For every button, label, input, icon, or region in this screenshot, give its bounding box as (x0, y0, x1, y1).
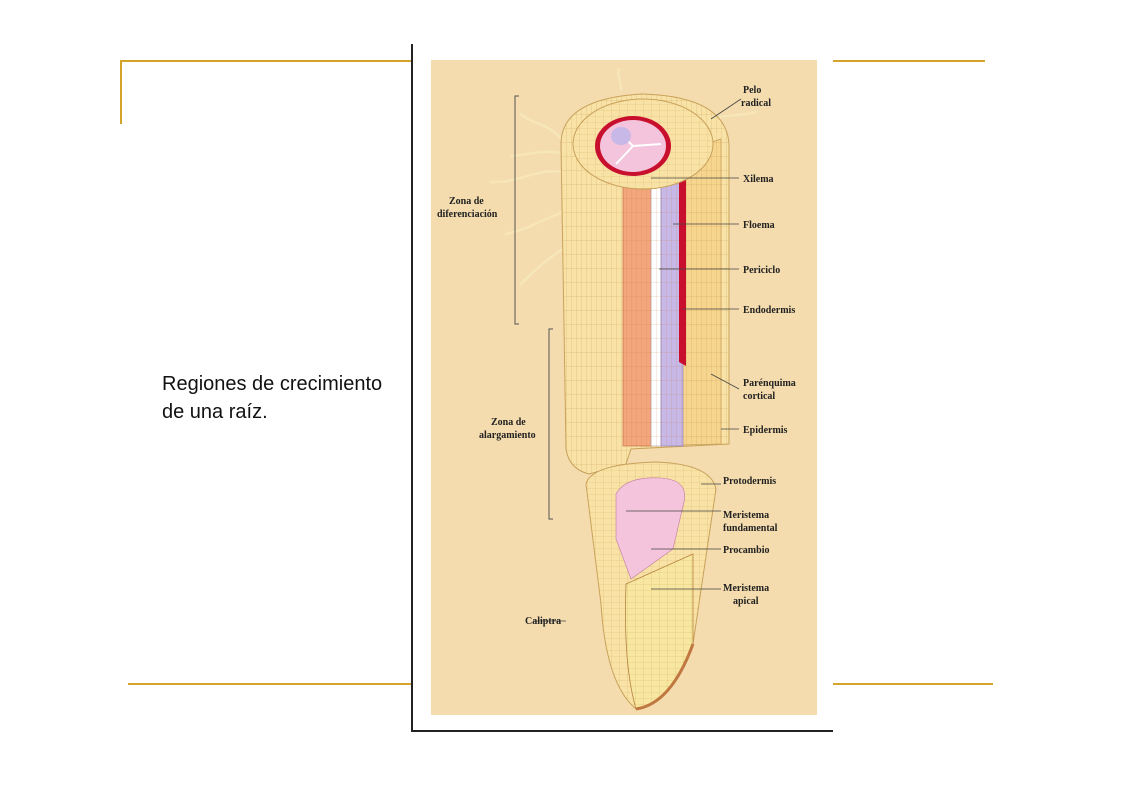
endodermis-band (679, 144, 686, 366)
label-meristema-apical: Meristema (723, 583, 769, 594)
label-meristema-apical-2: apical (733, 596, 759, 607)
label-parenquima-2: cortical (743, 391, 775, 402)
procambium-region (615, 477, 685, 580)
cap-edge (635, 643, 695, 711)
zona-diferenciacion-bracket (514, 95, 519, 325)
top-left-rule (120, 60, 412, 62)
label-periciclo: Periciclo (743, 265, 780, 276)
top-right-rule (833, 60, 985, 62)
root-growth-diagram: Pelo radical Xilema Floema Periciclo End… (411, 44, 833, 732)
label-meristema-fundamental-2: fundamental (723, 523, 778, 534)
label-zona-alargamiento: Zona de (491, 417, 526, 428)
label-meristema-fundamental: Meristema (723, 510, 769, 521)
vascular-cells (623, 154, 683, 446)
label-xilema: Xilema (743, 174, 774, 185)
label-zona-alargamiento-2: alargamiento (479, 430, 536, 441)
left-vertical-rule (120, 60, 122, 124)
label-floema: Floema (743, 220, 775, 231)
root-cap-cells (625, 554, 693, 709)
label-procambio: Procambio (723, 545, 769, 556)
bottom-left-rule (128, 683, 412, 685)
top-phloem-patch (611, 127, 631, 145)
label-zona-diferenciacion: Zona de (449, 196, 484, 207)
slide-caption: Regiones de crecimiento de una raíz. (162, 373, 383, 423)
label-protodermis: Protodermis (723, 476, 776, 487)
leader-lines (533, 98, 742, 622)
label-zona-diferenciacion-2: diferenciación (437, 209, 498, 220)
label-parenquima: Parénquima (743, 378, 796, 389)
bottom-right-rule (833, 683, 993, 685)
label-pelo-radical: Pelo (743, 85, 761, 96)
label-endodermis: Endodermis (743, 305, 795, 316)
label-caliptra: Caliptra (525, 616, 561, 627)
label-pelo-radical-2: radical (741, 98, 771, 109)
label-epidermis: Epidermis (743, 425, 788, 436)
zona-alargamiento-bracket (548, 328, 553, 520)
